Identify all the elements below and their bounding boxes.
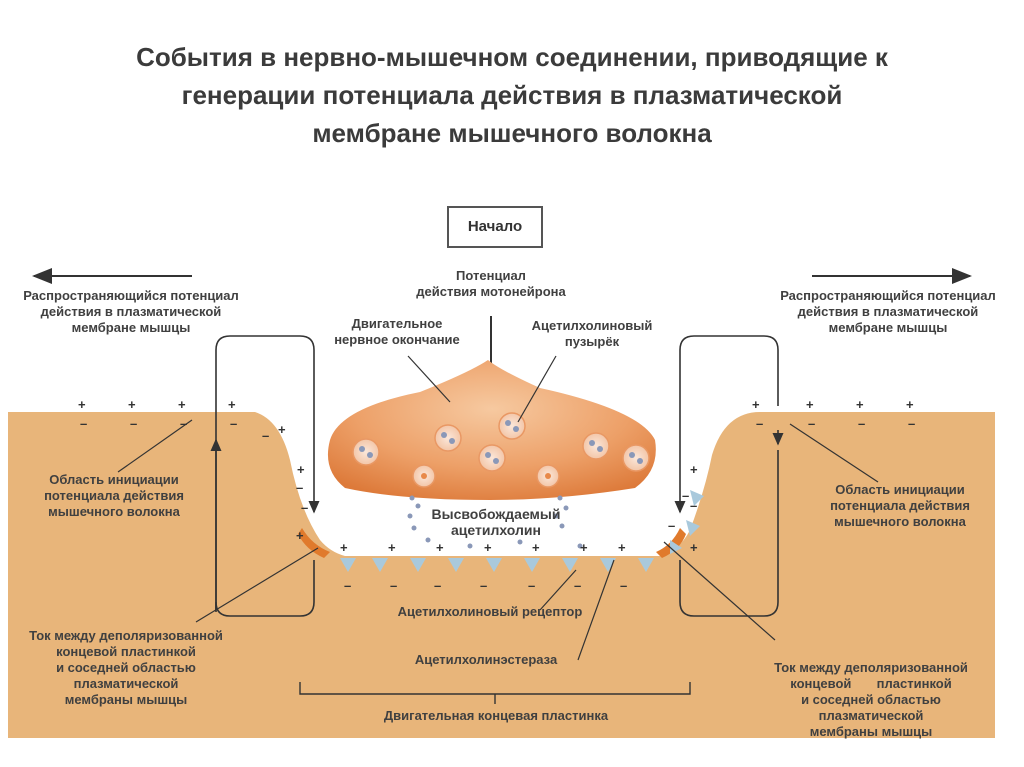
svg-text:+: + [580, 540, 588, 555]
vesicles [352, 412, 650, 488]
ach-receptor-label: Ацетилхолиновый рецептор [397, 604, 583, 619]
svg-text:+: + [618, 540, 626, 555]
nerve-terminal [327, 360, 656, 500]
svg-text:–: – [434, 578, 441, 593]
svg-text:–: – [230, 416, 237, 431]
svg-text:–: – [528, 578, 535, 593]
svg-text:–: – [668, 518, 675, 533]
title-line-1: События в нервно-мышечном соединении, пр… [136, 42, 888, 72]
svg-text:–: – [808, 416, 815, 431]
svg-text:–: – [296, 480, 303, 495]
svg-text:+: + [690, 462, 698, 477]
svg-text:+: + [690, 540, 698, 555]
svg-text:–: – [344, 578, 351, 593]
svg-text:+: + [436, 540, 444, 555]
title-line-3: мембране мышечного волокна [312, 118, 712, 148]
svg-text:+: + [752, 397, 760, 412]
depolarized-edge-left [298, 528, 330, 558]
svg-text:–: – [620, 578, 627, 593]
membrane-charges: ++++ –––– +– +– –+ ++++ –––– +–– +++ +++… [78, 397, 915, 593]
svg-text:+: + [484, 540, 492, 555]
current-loops [215, 335, 779, 617]
ach-esterase-label: Ацетилхолинэстераза [414, 652, 558, 667]
svg-text:+: + [278, 422, 286, 437]
svg-text:–: – [301, 500, 308, 515]
vesicle-contents [359, 420, 643, 479]
svg-text:–: – [480, 578, 487, 593]
svg-text:–: – [390, 578, 397, 593]
svg-text:–: – [180, 416, 187, 431]
start-box: Начало [447, 206, 543, 248]
muscle-fiber [8, 412, 995, 738]
title-line-2: генерации потенциала действия в плазмати… [181, 80, 843, 110]
svg-text:+: + [296, 528, 304, 543]
svg-text:+: + [806, 397, 814, 412]
svg-text:+: + [128, 397, 136, 412]
svg-text:–: – [756, 416, 763, 431]
svg-text:+: + [78, 397, 86, 412]
svg-text:–: – [80, 416, 87, 431]
svg-text:+: + [228, 397, 236, 412]
svg-text:–: – [908, 416, 915, 431]
svg-text:–: – [262, 428, 269, 443]
svg-text:+: + [340, 540, 348, 555]
svg-text:+: + [906, 397, 914, 412]
svg-text:+: + [178, 397, 186, 412]
svg-text:+: + [532, 540, 540, 555]
released-ach-molecules [407, 495, 583, 549]
svg-text:–: – [690, 498, 697, 513]
leader-lines [117, 355, 879, 661]
svg-text:–: – [682, 488, 689, 503]
svg-text:+: + [388, 540, 396, 555]
svg-text:+: + [856, 397, 864, 412]
svg-text:–: – [858, 416, 865, 431]
end-plate-label: Двигательная концевая пластинка [383, 708, 609, 723]
svg-text:–: – [130, 416, 137, 431]
page-title: События в нервно-мышечном соединении, пр… [40, 38, 984, 152]
svg-text:–: – [574, 578, 581, 593]
svg-text:+: + [297, 462, 305, 477]
